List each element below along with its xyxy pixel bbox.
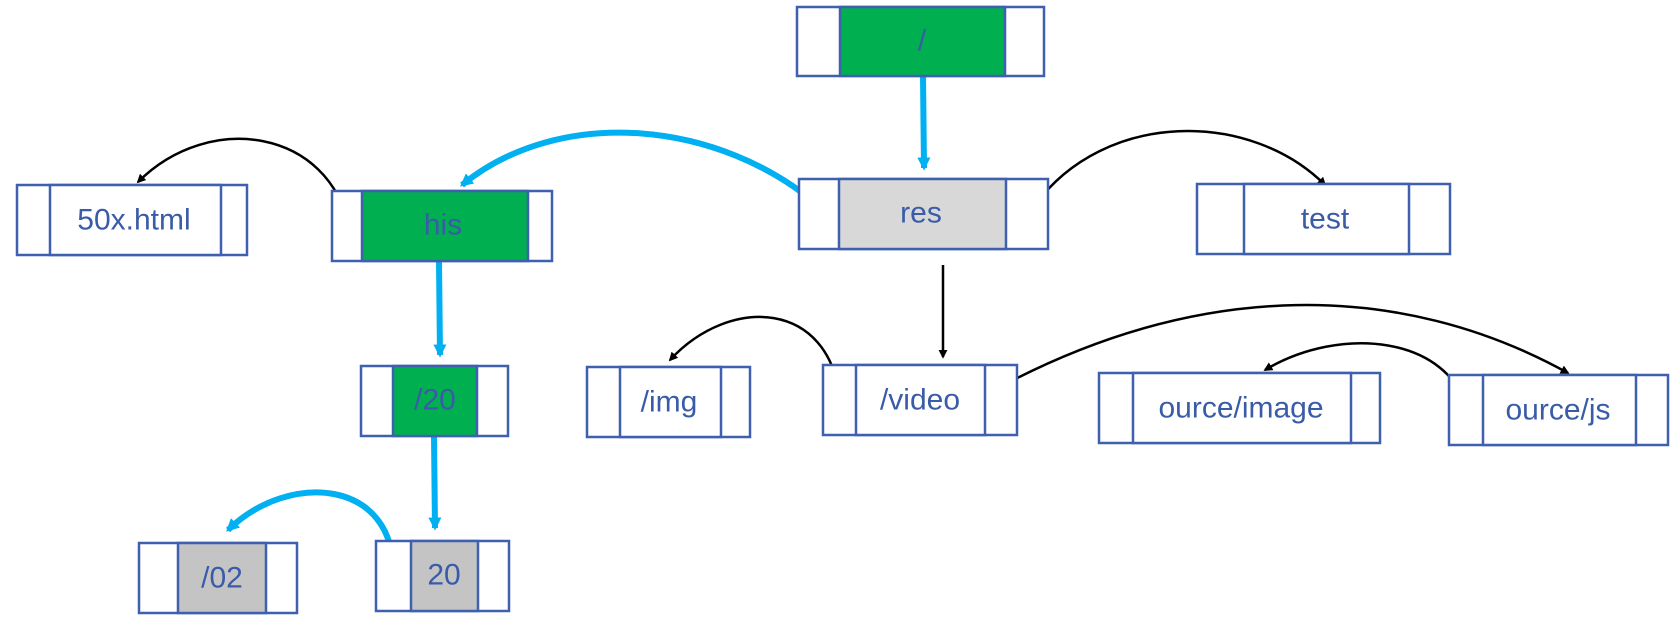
node-his: his: [330, 189, 554, 263]
node-img: /img: [585, 365, 752, 439]
node-02-label: /02: [201, 562, 243, 595]
node-ource-js-label: ource/js: [1505, 394, 1610, 427]
node-20: 20: [374, 539, 511, 613]
node-02: /02: [137, 541, 299, 615]
node-20-dir: /20: [359, 364, 510, 438]
node-ource-image: ource/image: [1097, 371, 1382, 445]
node-img-label: /img: [641, 386, 698, 419]
edge-video-to-js: [997, 303, 1570, 390]
node-test-label: test: [1301, 203, 1350, 236]
node-50x-html-label: 50x.html: [77, 204, 190, 237]
node-res-label: res: [900, 197, 942, 230]
node-20-label: 20: [427, 559, 460, 592]
edge-res-to-his: [459, 129, 822, 210]
node-test: test: [1195, 182, 1452, 256]
node-ource-image-label: ource/image: [1158, 392, 1323, 425]
nodes: / res test his 50x.html: [15, 5, 1670, 615]
edge-res-to-test: [1033, 129, 1327, 206]
node-50x-html: 50x.html: [15, 183, 249, 257]
node-root: /: [795, 5, 1046, 78]
node-video-label: /video: [880, 384, 960, 417]
node-his-label: his: [424, 209, 462, 242]
node-root-label: /: [918, 25, 927, 58]
node-video: /video: [821, 363, 1019, 437]
edge-20dir-to-20: [428, 435, 442, 531]
edge-his-to-20dir: [433, 261, 447, 358]
edge-root-to-res: [917, 74, 931, 171]
edges: [136, 74, 1570, 574]
node-20-dir-label: /20: [414, 384, 456, 417]
node-ource-js: ource/js: [1447, 373, 1670, 447]
node-res: res: [797, 177, 1050, 251]
